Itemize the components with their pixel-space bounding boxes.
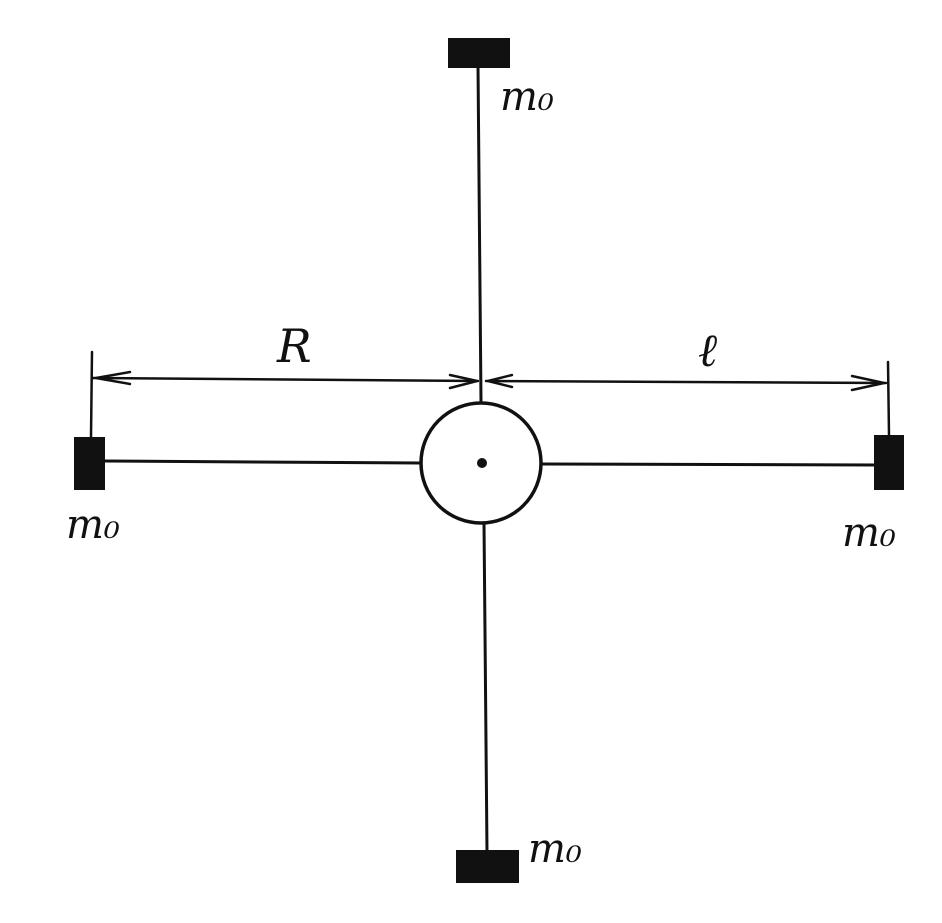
dimension-line-R (91, 376, 480, 383)
dimension-line-l (484, 379, 888, 385)
extension-line-right (886, 360, 891, 437)
mass-block-top (448, 38, 510, 68)
rod-left (102, 459, 421, 465)
mass-block-right (874, 435, 904, 490)
rod-bottom (482, 521, 489, 854)
extension-line-left (89, 350, 94, 439)
rod-top (476, 64, 483, 404)
dimension-label-l: ℓ (698, 323, 718, 377)
arrowhead-l-right (850, 374, 885, 392)
rods (102, 64, 878, 854)
dimension-label-R: R (276, 319, 312, 373)
rod-right (539, 462, 878, 467)
mass-block-left (74, 437, 105, 490)
mass-label-top: m₀ (500, 74, 554, 120)
mass-block-bottom (456, 850, 519, 883)
arrowhead-R-right (448, 373, 478, 390)
mass-label-bottom: m₀ (528, 826, 582, 872)
mass-label-left: m₀ (66, 502, 120, 548)
dimension-lines (89, 350, 891, 439)
axle-dot (477, 458, 487, 468)
masses (74, 38, 904, 883)
arrowhead-R-left (95, 370, 132, 386)
arrowhead-l-left (487, 373, 514, 389)
mass-label-right: m₀ (842, 510, 896, 556)
